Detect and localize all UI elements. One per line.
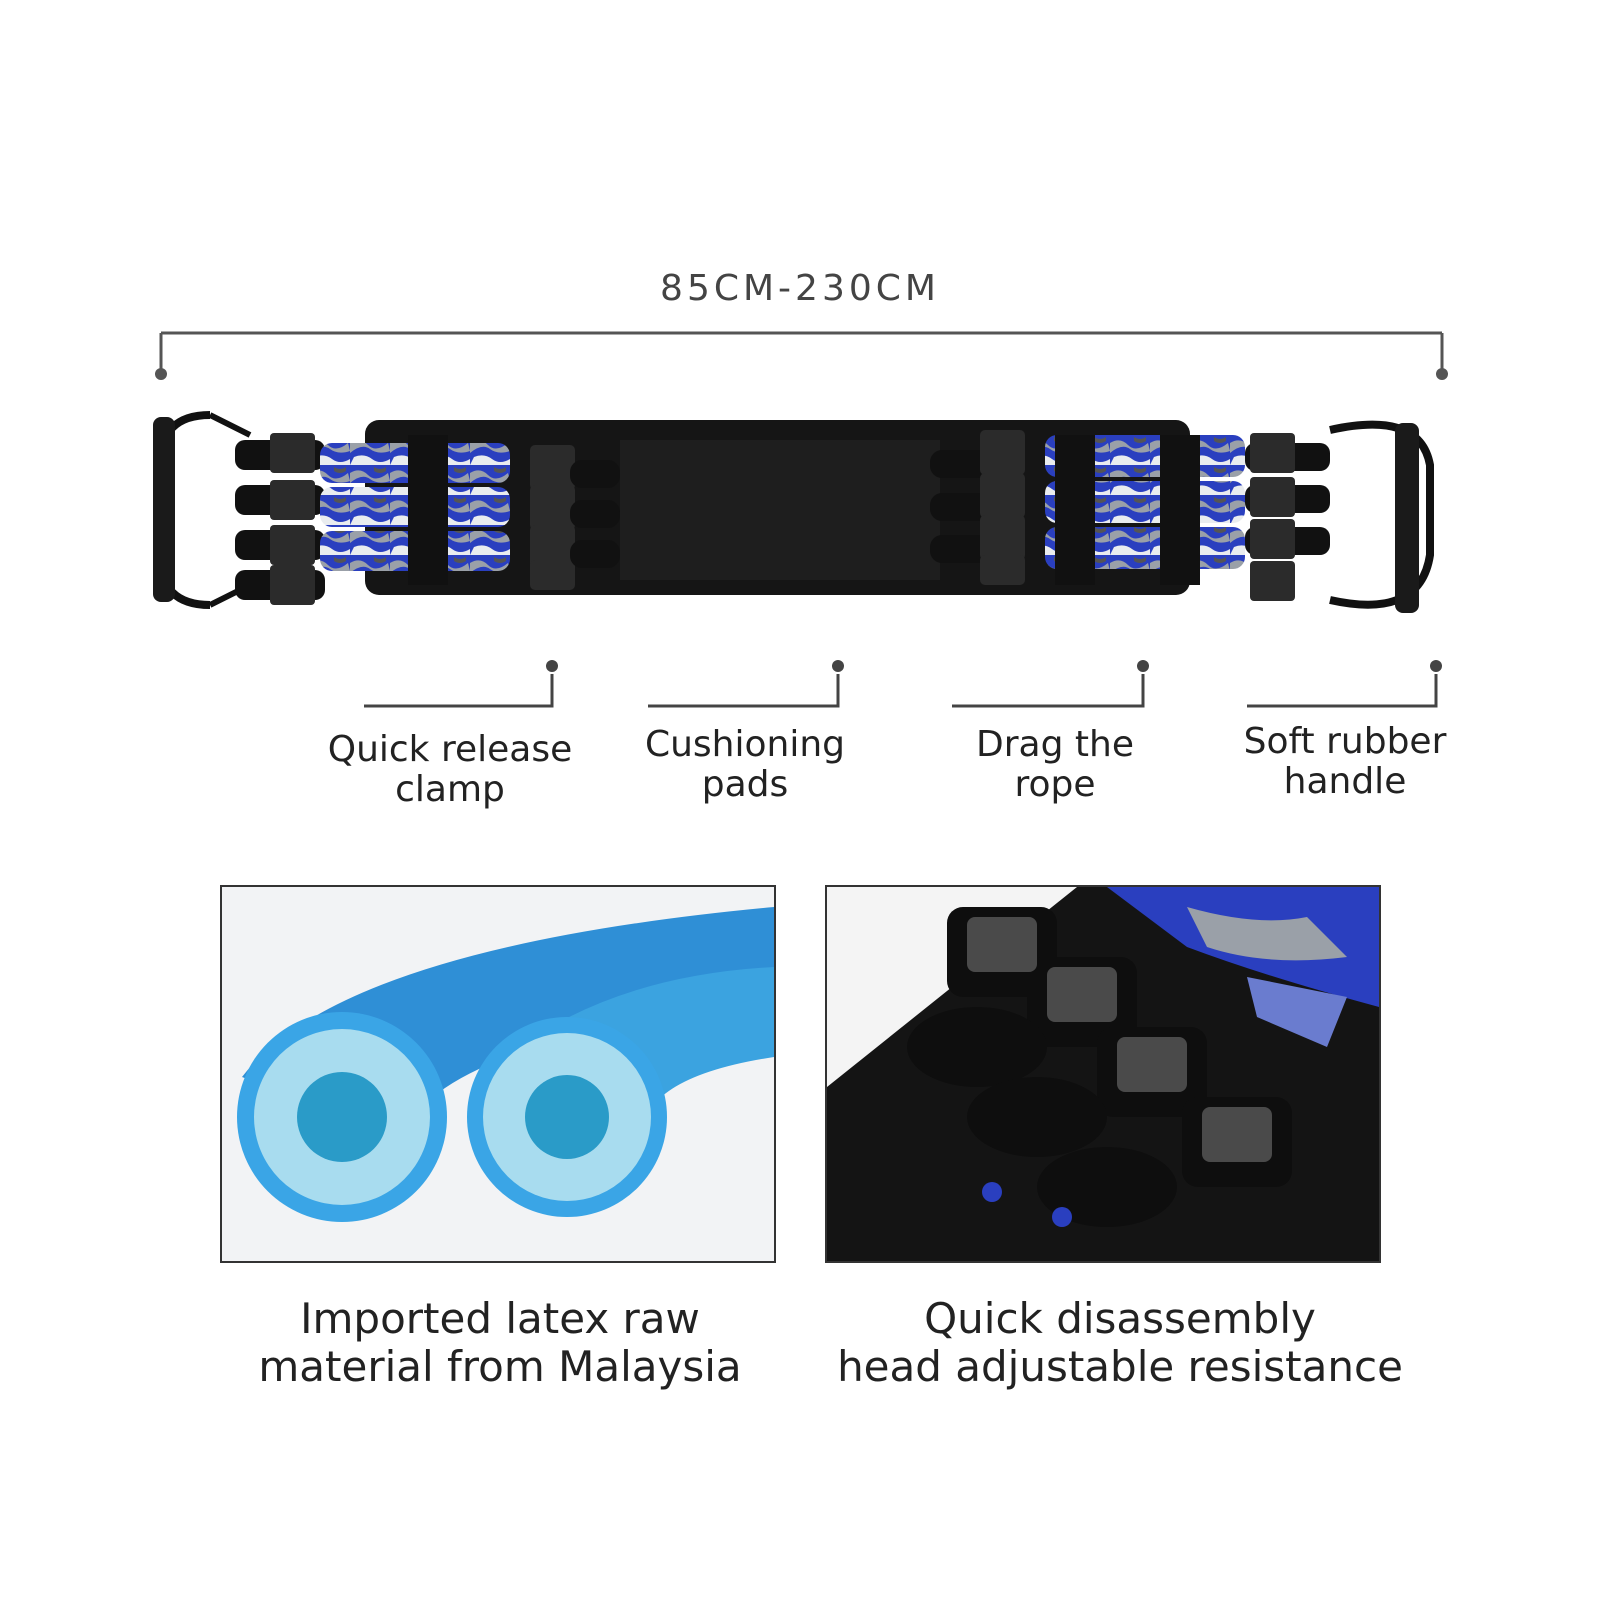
caption-line1: Quick disassembly <box>924 1294 1316 1343</box>
callout-line1: Soft rubber <box>1243 721 1447 762</box>
callout-line2: rope <box>1014 764 1096 805</box>
caption-line2: material from Malaysia <box>258 1342 742 1391</box>
callout-quick-release-clamp: Quick release clamp <box>300 730 600 810</box>
callout-cushioning-pads: Cushioning pads <box>595 725 895 805</box>
dimension-measure-line <box>155 331 1448 380</box>
callout-line2: handle <box>1283 761 1407 802</box>
callout-line1: Cushioning <box>644 724 846 765</box>
callout-line2: clamp <box>395 769 505 810</box>
callout-leader-lines <box>364 660 1442 708</box>
callout-line1: Drag the <box>976 724 1134 765</box>
right-handle-icon <box>1329 420 1434 613</box>
caption-line1: Imported latex raw <box>300 1294 700 1343</box>
left-handle-icon <box>153 411 252 609</box>
callout-drag-the-rope: Drag the rope <box>905 725 1205 805</box>
feature-caption-disassembly: Quick disassembly head adjustable resist… <box>800 1295 1440 1391</box>
length-range-label: 85CM-230CM <box>660 268 940 309</box>
latex-tubes-photo <box>220 885 776 1263</box>
callout-line2: pads <box>701 764 789 805</box>
resistance-band-product-image <box>153 411 1434 613</box>
feature-caption-latex: Imported latex raw material from Malaysi… <box>200 1295 800 1391</box>
clamp-closeup-photo <box>825 885 1381 1263</box>
caption-line2: head adjustable resistance <box>837 1342 1403 1391</box>
callout-line1: Quick release <box>327 729 573 770</box>
callout-soft-rubber-handle: Soft rubber handle <box>1195 722 1495 802</box>
